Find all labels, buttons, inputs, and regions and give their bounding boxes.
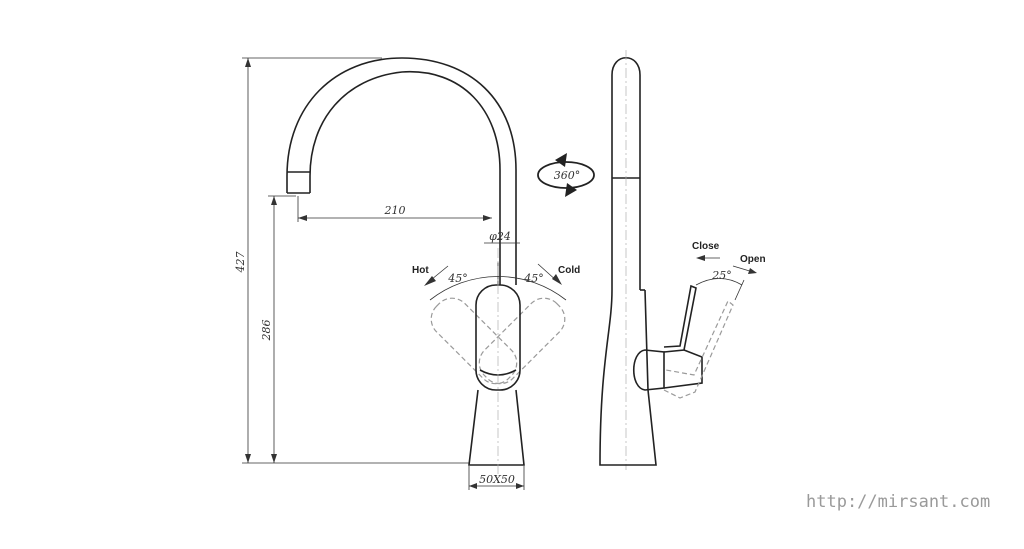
spout-height-value: 286 bbox=[260, 320, 273, 342]
rotation-360-icon: 360° bbox=[537, 153, 595, 197]
spout-height-dimension: 286 bbox=[260, 195, 296, 463]
base-dimension: 50X50 bbox=[468, 466, 525, 490]
total-height-dimension: 427 bbox=[234, 57, 470, 464]
open-indicator: Open bbox=[732, 254, 766, 274]
reach-value: 210 bbox=[384, 204, 406, 217]
reach-dimension: 210 bbox=[297, 196, 492, 222]
right-angle-value: 45° bbox=[523, 272, 544, 285]
hot-label: Hot bbox=[412, 265, 429, 276]
body bbox=[468, 248, 525, 475]
close-indicator: Close bbox=[692, 241, 720, 261]
close-label: Close bbox=[692, 241, 720, 252]
base-value: 50X50 bbox=[479, 473, 515, 486]
front-view: 427 286 210 φ24 bbox=[234, 57, 580, 490]
open-label: Open bbox=[740, 254, 766, 265]
handle-tilt-value: 25° bbox=[711, 269, 732, 282]
watermark-url: http://mirsant.com bbox=[806, 492, 990, 512]
diameter-dimension: φ24 bbox=[484, 230, 520, 244]
handle-ghost-positions bbox=[430, 297, 566, 385]
left-angle-value: 45° bbox=[447, 272, 468, 285]
cold-indicator: Cold bbox=[537, 263, 580, 285]
rotation-value: 360° bbox=[554, 169, 581, 182]
diameter-value: φ24 bbox=[489, 230, 511, 243]
total-height-value: 427 bbox=[234, 252, 247, 274]
hot-indicator: Hot bbox=[412, 265, 449, 286]
side-view: 25° Close Open bbox=[599, 50, 766, 470]
cold-label: Cold bbox=[558, 265, 580, 276]
spout bbox=[286, 57, 517, 285]
